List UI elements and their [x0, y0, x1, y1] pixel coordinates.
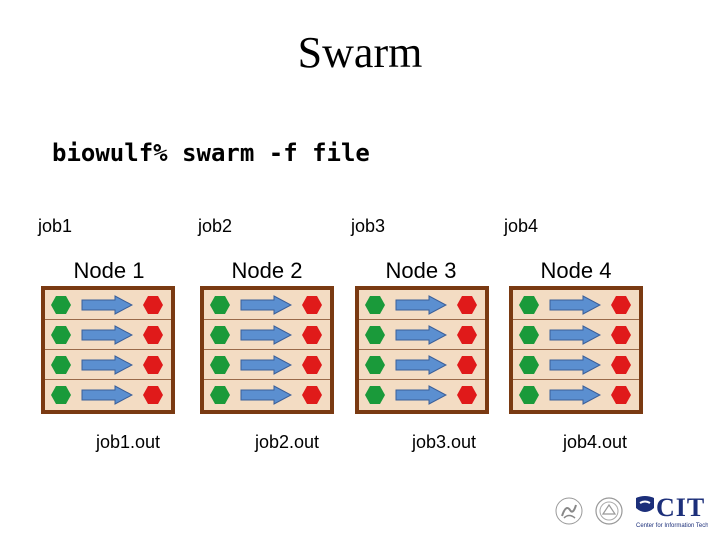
- output-label-2: job2.out: [255, 432, 320, 452]
- task-row: [204, 350, 330, 380]
- task-row: [359, 290, 485, 320]
- output-hexagon-icon: [611, 326, 631, 344]
- output-hexagon-icon: [143, 386, 163, 404]
- job-label-4: job4: [504, 216, 539, 236]
- arrow-right-icon: [395, 355, 447, 375]
- output-hexagon-icon: [457, 326, 477, 344]
- input-hexagon-icon: [365, 296, 385, 314]
- input-hexagon-icon: [365, 386, 385, 404]
- node-box-3: [355, 286, 489, 414]
- arrow-right-icon: [549, 325, 601, 345]
- job-label-1: job1: [38, 216, 73, 236]
- arrow-right-icon: [240, 295, 292, 315]
- arrow-right-icon: [240, 355, 292, 375]
- input-hexagon-icon: [365, 356, 385, 374]
- output-hexagon-icon: [457, 386, 477, 404]
- input-hexagon-icon: [519, 386, 539, 404]
- arrow-right-icon: [549, 295, 601, 315]
- cit-logo: CIT Center for Information Technology: [634, 492, 708, 532]
- task-row: [513, 380, 639, 410]
- task-row: [359, 320, 485, 350]
- input-hexagon-icon: [210, 386, 230, 404]
- input-hexagon-icon: [210, 326, 230, 344]
- input-hexagon-icon: [210, 356, 230, 374]
- cit-logo-subtitle: Center for Information Technology: [636, 523, 708, 529]
- arrow-right-icon: [395, 295, 447, 315]
- output-hexagon-icon: [457, 296, 477, 314]
- output-hexagon-icon: [302, 326, 322, 344]
- node-box-4: [509, 286, 643, 414]
- output-hexagon-icon: [302, 296, 322, 314]
- arrow-right-icon: [81, 295, 133, 315]
- task-row: [45, 290, 171, 320]
- output-hexagon-icon: [143, 326, 163, 344]
- output-hexagon-icon: [611, 356, 631, 374]
- task-row: [204, 380, 330, 410]
- output-label-1: job1.out: [96, 432, 161, 452]
- arrow-right-icon: [81, 325, 133, 345]
- output-label-3: job3.out: [412, 432, 477, 452]
- task-row: [513, 320, 639, 350]
- hhs-seal-icon: [555, 497, 583, 525]
- input-hexagon-icon: [210, 296, 230, 314]
- arrow-right-icon: [240, 325, 292, 345]
- task-row: [513, 350, 639, 380]
- node-title-4: Node 4: [540, 258, 612, 283]
- cit-mark-icon: [636, 496, 654, 512]
- job-label-3: job3: [351, 216, 386, 236]
- node-box-1: [41, 286, 175, 414]
- task-row: [45, 320, 171, 350]
- task-row: [359, 350, 485, 380]
- arrow-right-icon: [81, 355, 133, 375]
- output-hexagon-icon: [143, 296, 163, 314]
- footer-logos: CIT Center for Information Technology: [548, 492, 708, 532]
- node-title-3: Node 3: [385, 258, 457, 283]
- command-line: biowulf% swarm -f file: [52, 139, 370, 167]
- input-hexagon-icon: [51, 296, 71, 314]
- output-hexagon-icon: [302, 386, 322, 404]
- task-row: [204, 320, 330, 350]
- input-hexagon-icon: [51, 326, 71, 344]
- cit-logo-text: CIT: [656, 493, 706, 522]
- task-row: [359, 380, 485, 410]
- task-row: [204, 290, 330, 320]
- output-hexagon-icon: [302, 356, 322, 374]
- output-label-4: job4.out: [563, 432, 628, 452]
- task-row: [513, 290, 639, 320]
- node-box-2: [200, 286, 334, 414]
- arrow-right-icon: [395, 325, 447, 345]
- output-hexagon-icon: [611, 296, 631, 314]
- input-hexagon-icon: [519, 356, 539, 374]
- input-hexagon-icon: [519, 326, 539, 344]
- arrow-right-icon: [549, 355, 601, 375]
- input-hexagon-icon: [365, 326, 385, 344]
- output-hexagon-icon: [143, 356, 163, 374]
- arrow-right-icon: [240, 385, 292, 405]
- output-hexagon-icon: [457, 356, 477, 374]
- arrow-right-icon: [81, 385, 133, 405]
- node-title-1: Node 1: [73, 258, 145, 283]
- input-hexagon-icon: [519, 296, 539, 314]
- nih-seal-icon: [595, 497, 623, 525]
- arrow-right-icon: [395, 385, 447, 405]
- input-hexagon-icon: [51, 386, 71, 404]
- task-row: [45, 380, 171, 410]
- output-hexagon-icon: [611, 386, 631, 404]
- input-hexagon-icon: [51, 356, 71, 374]
- arrow-right-icon: [549, 385, 601, 405]
- job-label-2: job2: [198, 216, 233, 236]
- slide-title: Swarm: [297, 28, 423, 77]
- node-title-2: Node 2: [231, 258, 303, 283]
- task-row: [45, 350, 171, 380]
